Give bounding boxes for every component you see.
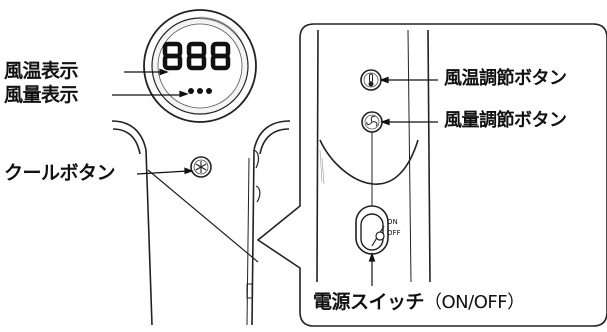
- left-leader-lines: [112, 68, 194, 175]
- fan-volume-indicator-dots: [188, 88, 212, 94]
- switch-on-marker: ON: [387, 218, 398, 226]
- power-switch-label: 電源スイッチ（ON/OFF）: [313, 293, 525, 312]
- zoomed-handle-closeup: [316, 29, 431, 283]
- cool-button-graphic: [190, 156, 212, 178]
- fan-temp-button-label: 風温調節ボタン: [444, 68, 567, 89]
- zoom-callout-outline: [256, 23, 607, 327]
- thermometer-icon: [368, 73, 374, 87]
- fan-volume-button-label: 風量調節ボタン: [444, 110, 567, 131]
- fan-volume-display-label: 風量表示: [4, 84, 79, 106]
- snowflake-icon: [195, 161, 207, 173]
- cool-button-label: クールボタン: [4, 162, 116, 184]
- fan-volume-button-graphic: [361, 111, 383, 133]
- dryer-body: [111, 120, 291, 326]
- power-switch-on-off: （ON/OFF）: [424, 292, 525, 313]
- switch-off-marker: OFF: [387, 229, 401, 237]
- fan-temp-display-label: 風温表示: [4, 60, 79, 82]
- right-leader-lines: [368, 76, 438, 286]
- seven-segment-display: [162, 41, 231, 71]
- fan-temp-button-graphic: [360, 69, 382, 91]
- power-switch-name: 電源スイッチ: [313, 291, 425, 313]
- power-switch-graphic: [355, 205, 389, 255]
- fan-icon: [366, 115, 378, 127]
